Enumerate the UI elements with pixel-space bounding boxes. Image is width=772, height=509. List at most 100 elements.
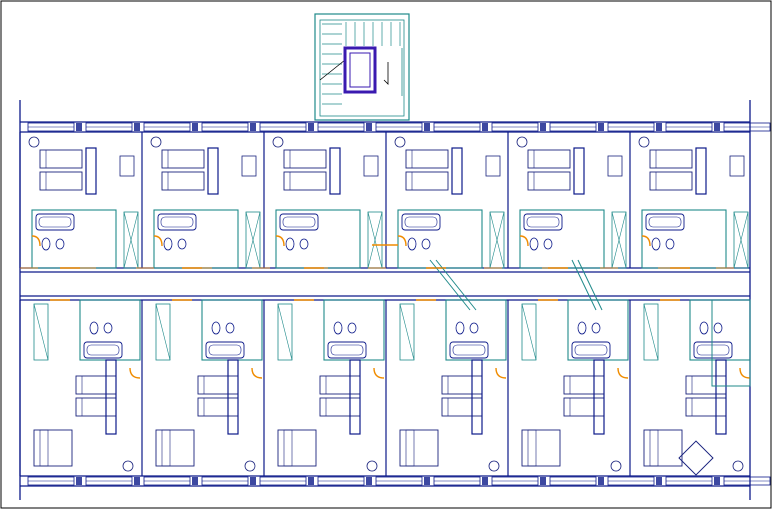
bed	[283, 171, 327, 191]
window-pier	[134, 123, 140, 131]
closet	[277, 303, 293, 361]
desk-chair	[363, 155, 379, 177]
bed	[161, 171, 205, 191]
toilet	[211, 321, 221, 335]
bathtub	[449, 341, 489, 359]
lamp	[394, 136, 406, 148]
room-unit-top	[141, 132, 261, 269]
bathroom-partition	[689, 299, 751, 361]
bed	[39, 171, 83, 191]
armchair-arm	[527, 429, 537, 467]
window-pier	[656, 123, 662, 131]
closet-cross	[611, 211, 627, 269]
bathtub	[35, 213, 75, 231]
armchair	[277, 429, 317, 467]
desk-chair	[485, 155, 501, 177]
bathtub	[645, 213, 685, 231]
toilet	[41, 237, 51, 251]
window-pier	[250, 123, 256, 131]
bathtub	[205, 341, 245, 359]
corridor-duct	[571, 259, 597, 311]
closet-cross	[245, 211, 261, 269]
corridor	[20, 244, 751, 476]
bidet	[347, 322, 357, 334]
bidet	[103, 322, 113, 334]
wardrobe	[695, 147, 707, 195]
service-room	[711, 299, 751, 387]
window-pier	[76, 123, 82, 131]
window-pier	[366, 477, 372, 485]
bidet	[299, 238, 309, 250]
bed	[161, 149, 205, 169]
lamp	[122, 460, 134, 472]
bidet	[469, 322, 479, 334]
room-unit-bottom	[19, 299, 141, 476]
corridor-duct	[577, 259, 603, 311]
bathtub	[693, 341, 733, 359]
closet	[611, 211, 627, 269]
door-swing	[641, 235, 651, 247]
door-swing	[495, 367, 507, 379]
wardrobe	[329, 147, 341, 195]
armchair-arm	[283, 429, 293, 467]
stair-arrow	[383, 62, 389, 85]
desk-chair	[729, 155, 745, 177]
bathtub	[571, 341, 611, 359]
bed	[405, 149, 449, 169]
window-pier	[424, 123, 430, 131]
toilet	[163, 237, 173, 251]
window-pier	[714, 123, 720, 131]
wardrobe	[471, 359, 483, 435]
armchair-arm	[161, 429, 171, 467]
window-pier	[424, 477, 430, 485]
door-swing	[251, 367, 263, 379]
door-swing	[617, 367, 629, 379]
wardrobe	[573, 147, 585, 195]
closet	[155, 303, 171, 361]
armchair	[521, 429, 561, 467]
desk-chair	[607, 155, 623, 177]
closet-cross	[521, 303, 537, 361]
wardrobe	[105, 359, 117, 435]
closet-cross	[733, 211, 749, 269]
toilet	[407, 237, 417, 251]
window-pier	[250, 477, 256, 485]
bathtub	[523, 213, 563, 231]
window-pier	[540, 477, 546, 485]
bathtub-inner	[38, 216, 72, 228]
bathtub	[327, 341, 367, 359]
closet-cross	[367, 211, 383, 269]
lamp	[516, 136, 528, 148]
window-pier	[134, 477, 140, 485]
bed	[405, 171, 449, 191]
window-pier	[598, 477, 604, 485]
toilet	[285, 237, 295, 251]
closet-cross	[643, 303, 659, 361]
toilet	[699, 321, 709, 335]
bathtub	[401, 213, 441, 231]
armchair	[399, 429, 439, 467]
bathtub-inner	[86, 344, 120, 356]
bathtub	[83, 341, 123, 359]
bed	[527, 149, 571, 169]
closet	[399, 303, 415, 361]
closet-cross	[155, 303, 171, 361]
room-unit-bottom	[385, 299, 507, 476]
toilet	[529, 237, 539, 251]
toilet	[455, 321, 465, 335]
lamp	[732, 460, 744, 472]
lamp	[244, 460, 256, 472]
lamp	[638, 136, 650, 148]
window-pier	[192, 123, 198, 131]
bidet	[665, 238, 675, 250]
bathtub-inner	[160, 216, 194, 228]
bidet	[713, 322, 723, 334]
window-pier	[308, 123, 314, 131]
room-unit-bottom	[141, 299, 263, 476]
lamp	[610, 460, 622, 472]
toilet	[89, 321, 99, 335]
lift-car	[349, 52, 371, 88]
wardrobe	[227, 359, 239, 435]
wardrobe	[207, 147, 219, 195]
